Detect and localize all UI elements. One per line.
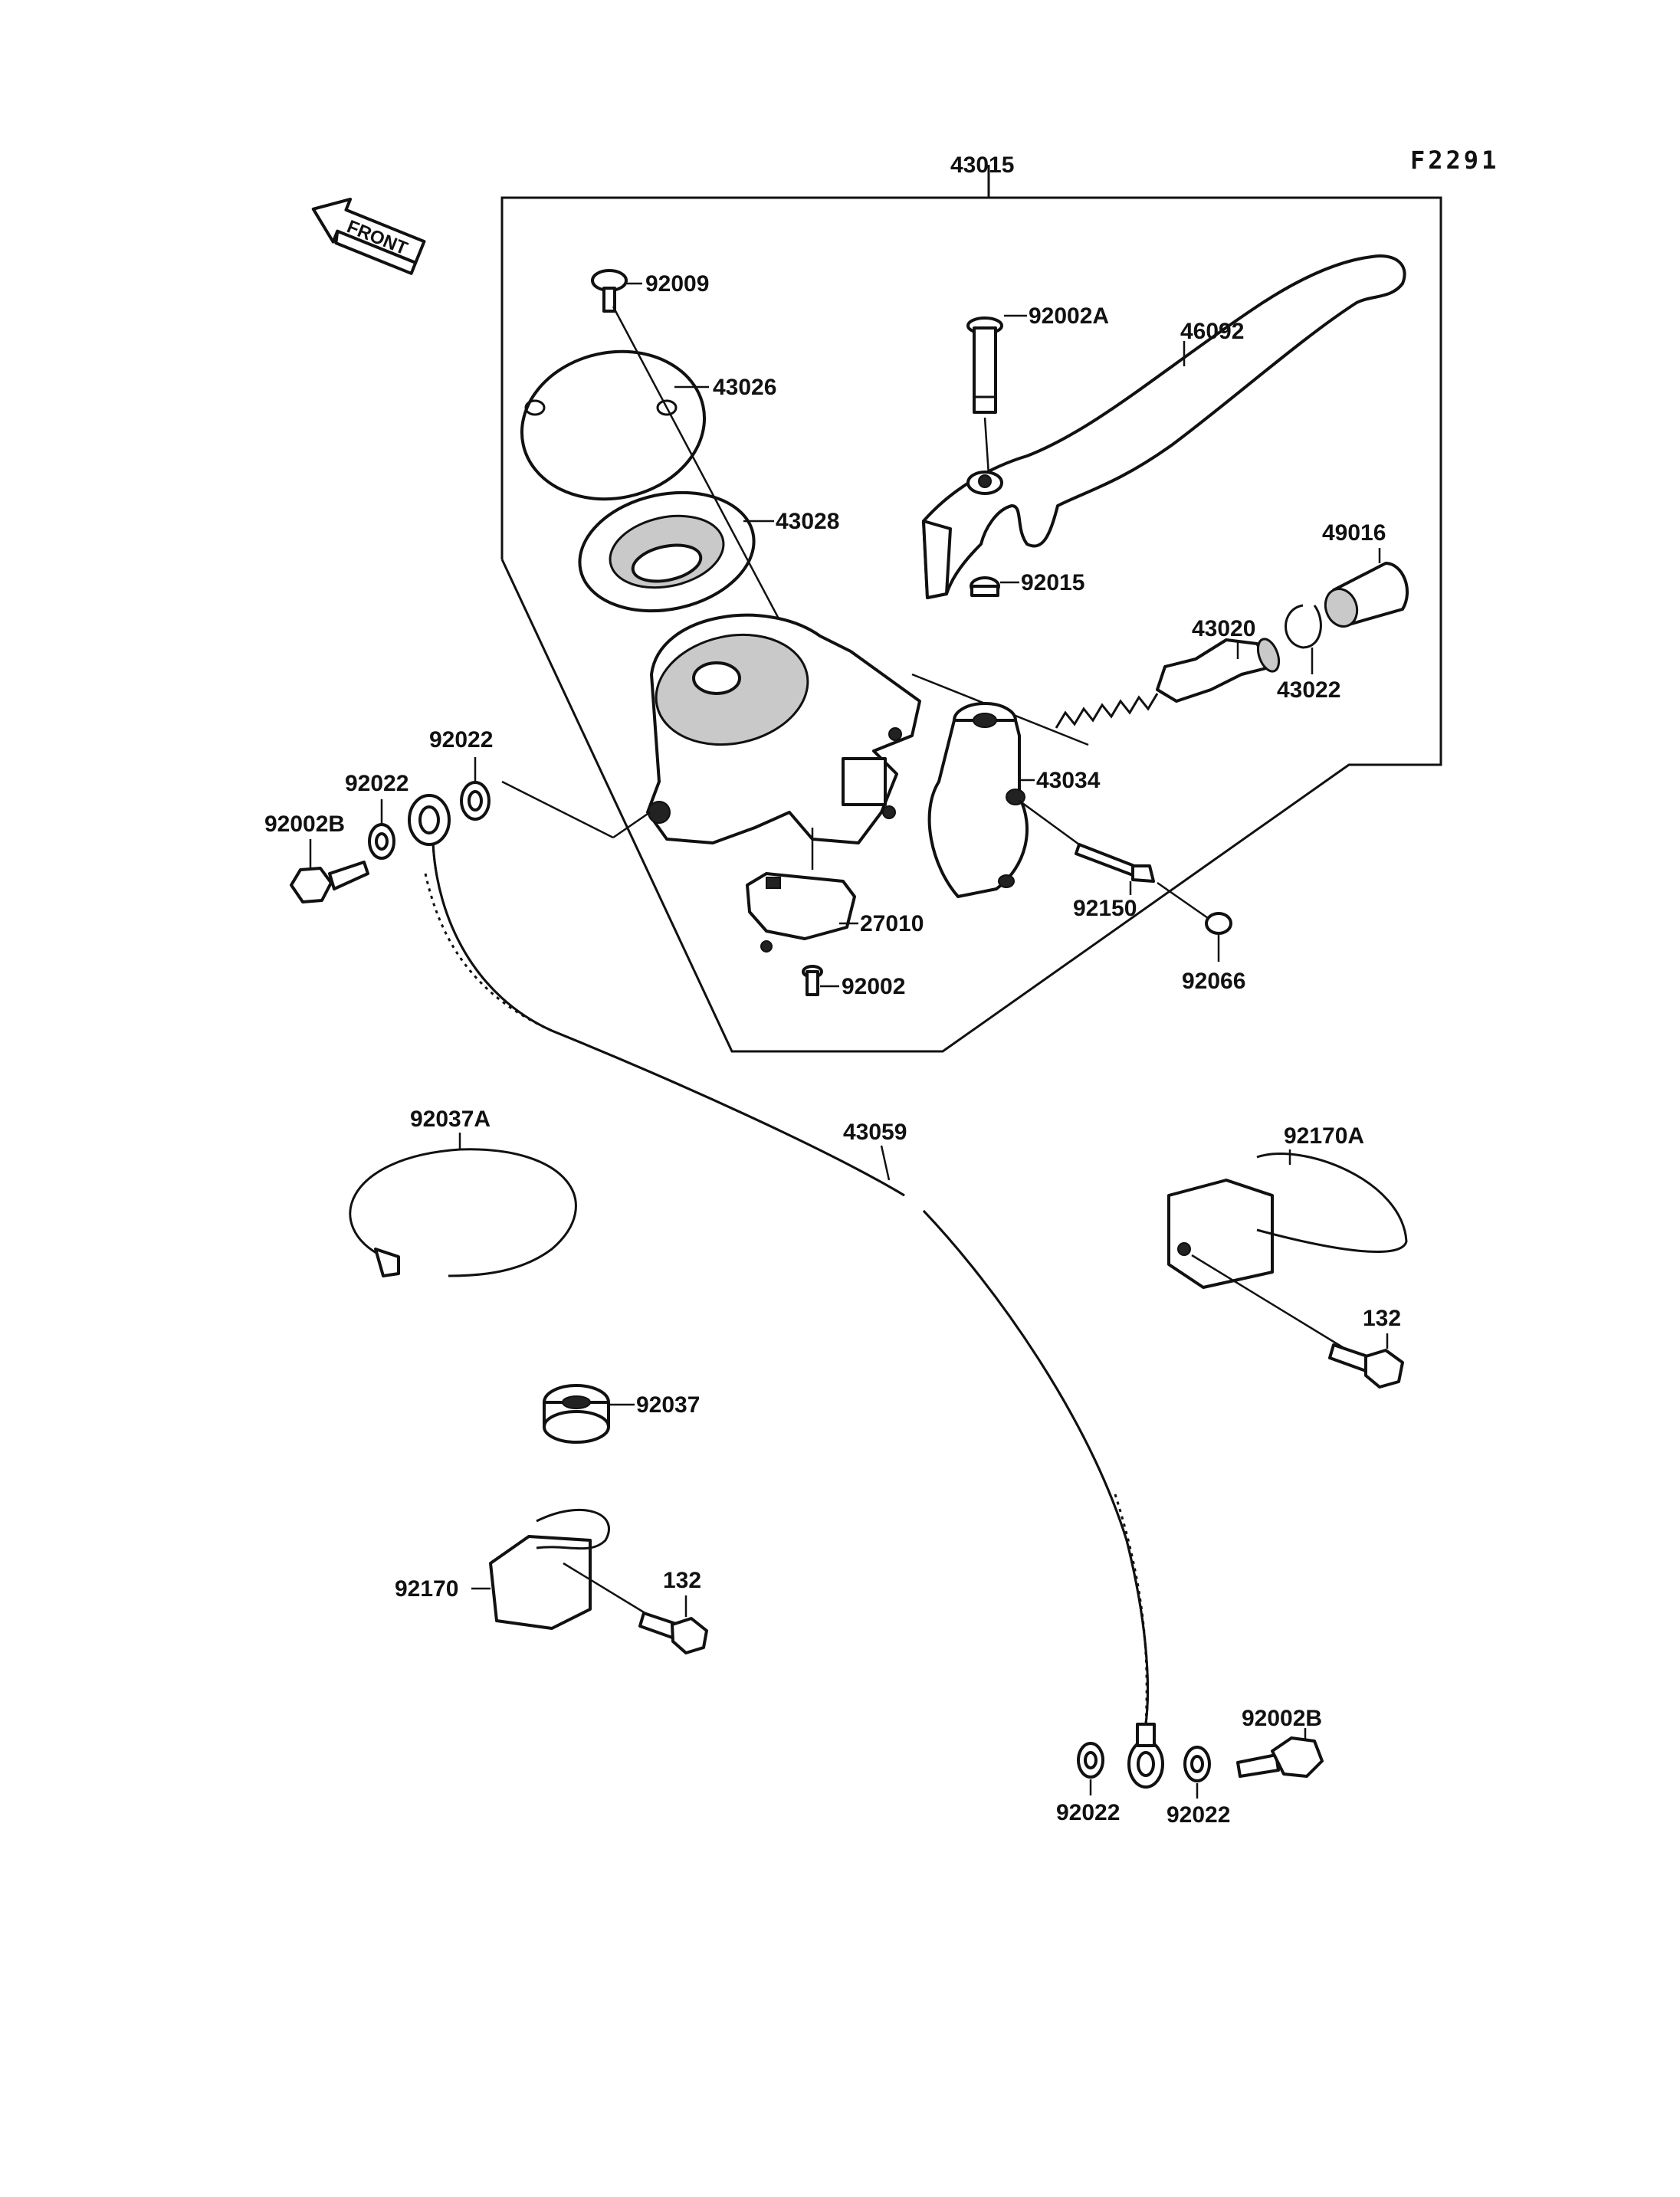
dust-boot-49016 [1324,562,1409,628]
label-46092: 46092 [1180,319,1244,344]
label-92009: 92009 [645,271,709,297]
label-92002B-bottom: 92002B [1242,1706,1322,1731]
brake-hose-43059 [424,842,1164,1789]
washer-92022-bottom-left [1077,1742,1104,1779]
nut-92015 [970,576,1000,597]
label-43034: 43034 [1036,768,1101,793]
label-92022-bottom-left: 92022 [1056,1800,1120,1825]
label-132-left: 132 [663,1568,701,1593]
label-43059: 43059 [843,1120,907,1145]
label-92022-top-left: 92022 [345,771,409,796]
label-43028: 43028 [776,509,839,534]
label-92037: 92037 [636,1392,700,1418]
banjo-bolt-92002B-bottom [1236,1736,1324,1778]
label-49016: 49016 [1322,520,1386,546]
reservoir-cap-43026 [520,349,707,501]
grommet-92037 [543,1384,610,1444]
clamp-43034 [927,702,1029,898]
circlip-43022 [1285,604,1322,649]
pivot-bolt-92002A [966,316,1003,414]
washer-92022-top-right [460,781,491,821]
banjo-bolt-92002B-top [290,861,369,903]
label-92002A: 92002A [1029,303,1109,329]
label-92170: 92170 [395,1576,458,1602]
diaphragm-43028 [578,490,756,613]
bracket-92170 [489,1508,610,1630]
label-92002B-top: 92002B [264,812,345,837]
assembly-outline-43015 [500,165,1442,1053]
label-92150: 92150 [1073,896,1137,921]
label-92037A: 92037A [410,1107,491,1132]
label-92022-top-right: 92022 [429,727,493,753]
washer-92022-top-left [368,823,395,860]
label-43026: 43026 [713,375,776,400]
brake-lever-46092 [922,254,1406,599]
bolt-92150 [1075,843,1155,883]
banjo-fitting-top [408,794,451,846]
label-132-right: 132 [1363,1306,1401,1331]
screw-92009 [591,269,628,313]
screw-92002 [802,965,823,996]
front-arrow-icon: FRONT [311,197,426,275]
label-92015: 92015 [1021,570,1084,595]
label-43020: 43020 [1192,616,1255,641]
figure-code: F2291 [1410,146,1499,175]
label-92170A: 92170A [1284,1123,1364,1149]
band-92037A [349,1148,577,1277]
brake-switch-27010 [746,872,856,953]
piston-spring-43020 [1055,638,1281,729]
master-cylinder-body [646,613,921,844]
label-92066: 92066 [1182,969,1245,994]
label-27010: 27010 [860,911,924,936]
label-92022-bottom-right: 92022 [1166,1802,1230,1828]
bolt-132-left [638,1612,708,1654]
bracket-92170A [1167,1153,1408,1289]
cap-92066 [1205,912,1232,935]
label-43022: 43022 [1277,677,1340,703]
label-92002: 92002 [842,974,905,999]
bolt-132-right [1328,1343,1404,1389]
washer-92022-bottom-right [1183,1746,1211,1782]
label-43015: 43015 [950,152,1014,178]
